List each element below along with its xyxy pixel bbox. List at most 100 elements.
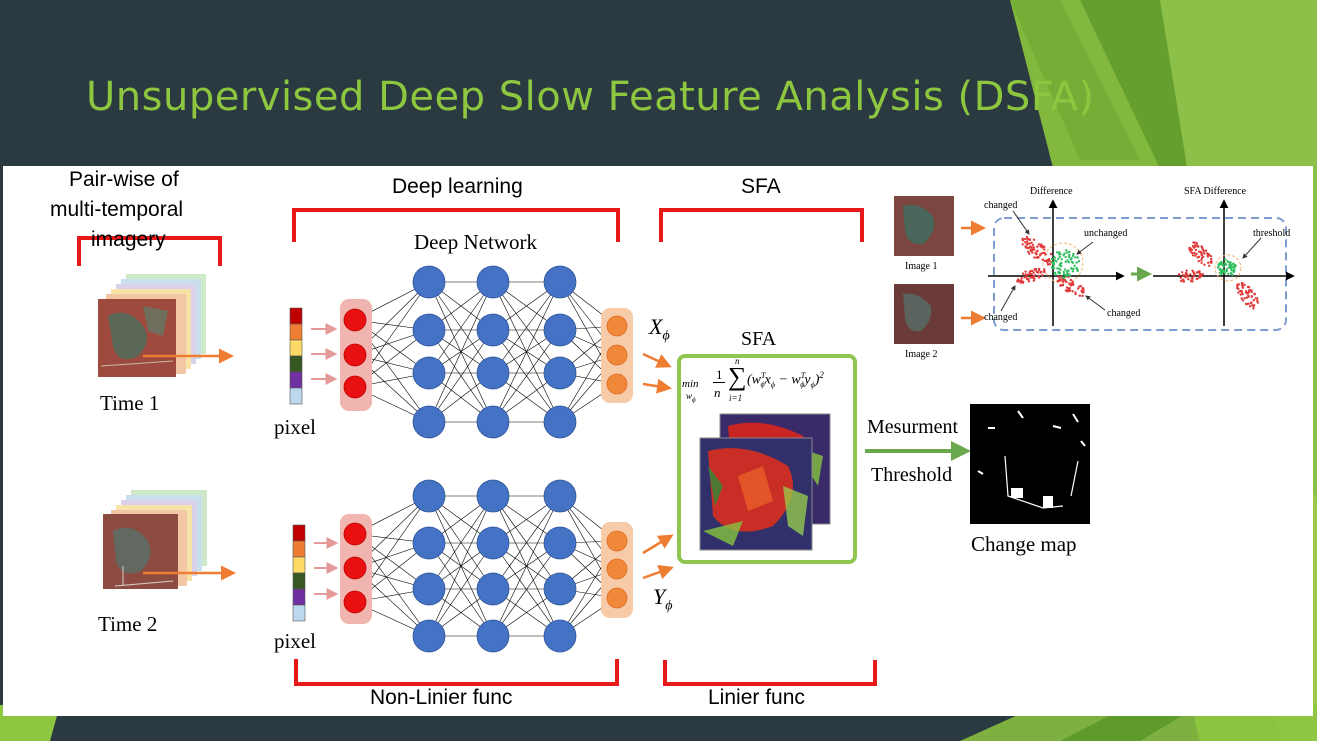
inset-threshold-label: threshold [1253, 228, 1291, 239]
scatter-dot [1043, 268, 1046, 271]
network-nodes-bottom [343, 479, 628, 653]
feature-arrows [642, 352, 674, 580]
scatter-dot [1059, 284, 1062, 287]
scatter-dot [1229, 272, 1233, 275]
network-edge [492, 281, 561, 423]
linear-label: Linier func [708, 686, 805, 709]
scatter-dot [1241, 286, 1245, 289]
scatter-dot [1071, 270, 1075, 273]
scatter-dot [1029, 249, 1032, 252]
pairwise-label-line3: imagery [91, 228, 166, 251]
scatter-dot [1209, 254, 1213, 258]
scatter-dot [1232, 262, 1235, 265]
time1-image-stack [98, 274, 234, 377]
scatter-dot [1024, 270, 1027, 273]
scatter-dot [1194, 244, 1197, 247]
scatter-dot [1248, 305, 1252, 308]
scatter-dot [1068, 289, 1072, 292]
hidden-node [543, 572, 577, 606]
hidden-node [543, 356, 577, 390]
scatter-dot [1035, 270, 1039, 274]
scatter-dot [1053, 259, 1057, 262]
scatter-dot [1029, 246, 1032, 249]
scatter-dot [1037, 275, 1041, 278]
network-edge [492, 329, 561, 423]
scatter-dot [1197, 255, 1201, 258]
network-edge [428, 281, 494, 423]
scatter-dot [1225, 269, 1229, 273]
scatter-dot [1200, 246, 1204, 249]
network-edge [492, 495, 561, 590]
scatter-dot [1033, 256, 1036, 259]
scatter-dot [1032, 271, 1035, 274]
scatter-dot [1025, 240, 1029, 243]
scatter-dot [1058, 251, 1061, 254]
network-edges-bottom [354, 495, 618, 637]
scatter-dot [1062, 280, 1065, 283]
scatter-dot [1037, 269, 1041, 272]
scatter-dot [1190, 248, 1194, 251]
scatter-dot [1250, 289, 1253, 292]
scatter-dot [1068, 274, 1072, 277]
pixel-input-arrows [311, 323, 339, 600]
pixel-label-bottom: pixel [274, 629, 316, 653]
scatter-dot [1182, 280, 1186, 283]
scatter-dot [1180, 279, 1183, 283]
scatter-dot [1035, 250, 1038, 254]
inset-changed-label-2: changed [984, 312, 1018, 323]
non-linear-label: Non-Linier func [370, 686, 513, 709]
scatter-dot [1068, 255, 1071, 259]
time2-image-stack [103, 490, 236, 589]
scatter-dot [1195, 241, 1198, 245]
scatter-dot [1181, 274, 1185, 277]
scatter-dot [1047, 257, 1051, 261]
scatter-dot [1051, 266, 1055, 270]
hidden-node [412, 265, 446, 299]
scatter-dot [1064, 268, 1067, 271]
scatter-dot [1041, 246, 1044, 249]
scatter-dot [1082, 288, 1085, 291]
scatter-dot [1056, 267, 1059, 270]
scatter-dot [1195, 252, 1198, 256]
scatter-dot [1033, 248, 1036, 251]
scatter-dot [1077, 287, 1080, 290]
scatter-dot [1056, 251, 1059, 254]
scatter-dot [1256, 299, 1259, 302]
scatter-dot [1025, 246, 1028, 249]
scatter-dot [1193, 274, 1196, 277]
scatter-dot [1053, 256, 1056, 259]
scatter-dot [1059, 268, 1062, 271]
scatter-dot [1057, 275, 1060, 279]
scatter-dot [1237, 291, 1240, 294]
scatter-dot [1200, 261, 1203, 264]
scatter-dot [1189, 250, 1192, 253]
scatter-dot [1037, 243, 1041, 246]
scatter-dot [1066, 274, 1069, 278]
measurement-label: Mesurment [867, 416, 959, 438]
scatter-dot [1035, 253, 1038, 256]
scatter-dot [1021, 281, 1025, 284]
scatter-dot [1062, 273, 1066, 276]
scatter-dot [1239, 293, 1242, 296]
scatter-dot [1227, 261, 1231, 264]
scatter-dot [1181, 278, 1185, 281]
hidden-node [543, 405, 577, 439]
scatter-dot [1245, 296, 1249, 299]
hidden-node [543, 479, 577, 513]
scatter-dot [1032, 238, 1036, 241]
y-phi-label: Yϕ [653, 584, 673, 614]
scatter-dot [1076, 256, 1079, 259]
scatter-dot [1036, 256, 1040, 259]
hidden-node [543, 526, 577, 560]
scatter-dot [1194, 248, 1198, 252]
scatter-dot [1069, 278, 1073, 282]
scatter-dot [1187, 278, 1190, 281]
network-edge [492, 542, 561, 637]
network-edge [428, 495, 494, 590]
scatter-dot [1240, 297, 1243, 300]
scatter-dot [1057, 257, 1060, 261]
scatter-dot [1040, 243, 1043, 246]
scatter-dot [1058, 255, 1062, 259]
scatter-dot [1041, 258, 1045, 262]
scatter-dot [1188, 246, 1191, 250]
